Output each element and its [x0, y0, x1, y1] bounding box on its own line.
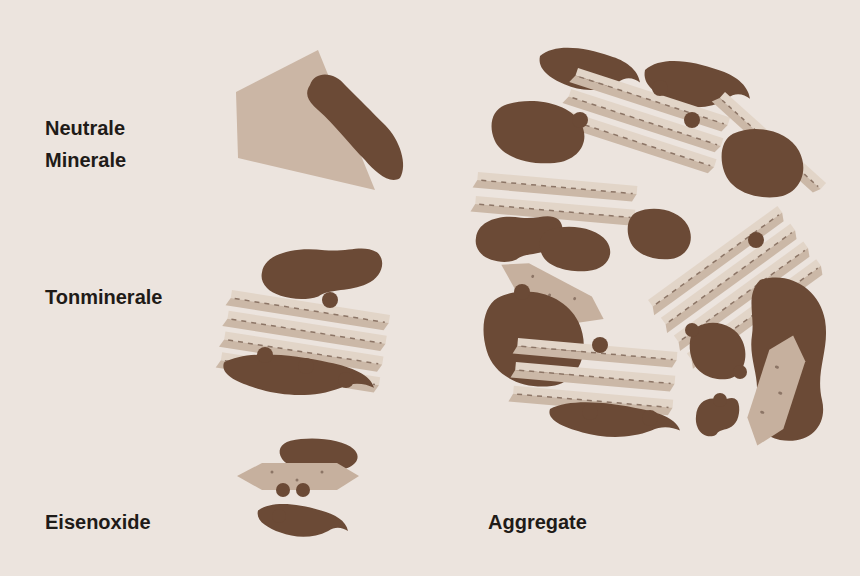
humus-particle	[338, 372, 354, 388]
figure-label: Neutrale Minerale	[45, 112, 155, 176]
humus-particle	[748, 232, 764, 248]
figure-label: Aggregate	[488, 506, 658, 538]
clay-plate-stack	[556, 67, 731, 175]
humus-particle	[582, 404, 598, 420]
humus-particle	[572, 112, 588, 128]
humus-particle	[540, 227, 611, 272]
humus-particle	[258, 504, 348, 537]
aggregate-figure	[471, 48, 827, 452]
iron-oxide-plate	[740, 330, 812, 452]
iron-oxide-figure	[237, 438, 359, 536]
figure-label: Eisenoxide	[45, 506, 215, 538]
humus-particle	[262, 248, 383, 298]
humus-particle	[628, 209, 691, 260]
humus-particle	[685, 323, 699, 337]
clay-mineral-figure	[216, 248, 390, 395]
humus-particle	[272, 509, 286, 523]
humus-particle	[722, 129, 804, 197]
humus-particle	[684, 112, 700, 128]
humus-particle	[733, 365, 747, 379]
humus-particle	[492, 101, 585, 163]
humus-particle	[296, 483, 310, 497]
humus-particle	[549, 402, 680, 437]
humus-particle	[652, 80, 668, 96]
humus-particle	[322, 292, 338, 308]
humus-particle	[713, 393, 727, 407]
humus-particle	[514, 284, 530, 300]
humus-particle	[298, 358, 314, 374]
humus-particle	[223, 355, 374, 396]
humus-particle	[642, 410, 658, 426]
humus-particle	[307, 74, 403, 179]
humus-particle	[257, 347, 273, 363]
neutral-mineral-figure	[236, 50, 403, 190]
humus-particle	[592, 337, 608, 353]
humus-particle	[276, 483, 290, 497]
figure-label: Tonminerale	[45, 281, 215, 313]
